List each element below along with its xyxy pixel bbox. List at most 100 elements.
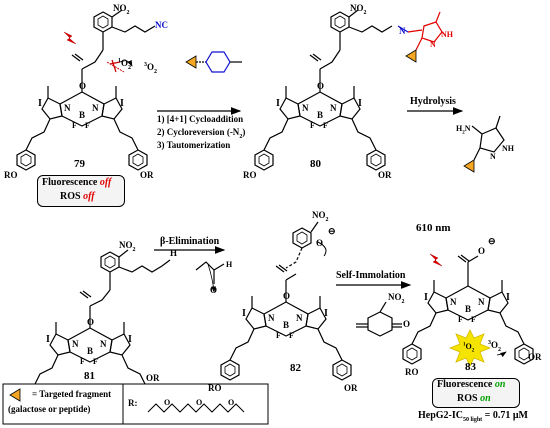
phenolate-minus-82: ⊖ (328, 226, 336, 236)
carboxylate-oxygen-83: O (478, 246, 486, 256)
fluorine-2-82: F (289, 331, 294, 340)
nitrogen-left-83: N (450, 297, 457, 307)
legend-peg-oxygen-3: O (228, 398, 235, 407)
fluorine-1-79: F (72, 121, 77, 130)
or-right-80: OR (378, 170, 392, 180)
nitrogen-right-79: N (92, 103, 99, 113)
quinone-oxygen: O (403, 319, 411, 329)
isocyanide-label: NC (155, 20, 168, 30)
iodine-right-82: I (324, 308, 328, 319)
tetrazine-reagent (185, 51, 242, 73)
ester-oxygen-80: O (317, 81, 325, 91)
legend-targeted-fragment: = Targeted fragment (32, 389, 112, 399)
carboxylate-minus-83: ⊖ (488, 236, 496, 246)
iodine-right-83: I (506, 292, 510, 303)
singlet-oxygen-label-83: 1O2 (463, 342, 475, 354)
fluorine-2-83: F (471, 315, 476, 324)
amine-label: H2N (456, 124, 471, 136)
boron-79: B (79, 110, 86, 120)
boron-80: B (317, 110, 324, 120)
ester-oxygen-82: O (283, 291, 291, 301)
status-box-79: Fluorescence off ROS off (37, 175, 125, 207)
iodine-left-82: I (242, 308, 246, 319)
boron-83: B (465, 304, 472, 314)
fluorine-1-83: F (458, 315, 463, 324)
phenolate-oxygen-82: O (316, 238, 324, 248)
boron-81: B (87, 346, 94, 356)
nitro-label-81: NO2 (119, 240, 136, 253)
aminopyrazole-product (463, 115, 505, 173)
legend-peg-oxygen-1: O (164, 398, 171, 407)
ro-left-79: RO (4, 170, 18, 180)
ros-status-83: ROS on (457, 393, 491, 404)
aldehyde-h-81: H (170, 248, 178, 258)
beta-elimination-label: β-Elimination (160, 236, 220, 247)
reaction-arrows (119, 59, 507, 358)
nitrogen-right-81: N (100, 339, 107, 349)
ester-oxygen-79: O (79, 81, 87, 91)
pyrazole-nh-80: NH (441, 30, 453, 39)
fluorine-1-81: F (80, 357, 85, 366)
ro-left-80: RO (243, 170, 257, 180)
boron-82: B (283, 320, 290, 330)
nitro-label-qm: NO2 (388, 292, 405, 305)
legend (2, 383, 269, 425)
ic50-value: HepG2-IC50 light = 0.71 μM (418, 410, 528, 423)
nitrogen-left-82: N (268, 313, 275, 323)
fluorescence-status-79: Fluorescence off (42, 177, 112, 188)
compound-82 (220, 221, 352, 381)
iodine-right-80: I (358, 98, 362, 109)
compound-83-number: 83 (465, 361, 476, 373)
fluorescence-status-83: Fluorescence on (437, 379, 506, 390)
compound-79-number: 79 (74, 158, 85, 170)
step-3-label: 3) Tautomerization (157, 140, 231, 150)
iodine-right-79: I (120, 98, 124, 109)
compound-81 (24, 249, 171, 407)
nitrogen-right-80: N (330, 103, 337, 113)
compound-80-number: 80 (310, 158, 321, 170)
compound-79 (16, 9, 156, 171)
acrolein-oxygen: O (210, 285, 218, 295)
triplet-oxygen-label-83: 3O2 (488, 340, 502, 353)
fluorine-2-79: F (85, 121, 90, 130)
ro-left-83: RO (405, 367, 419, 377)
nitrogen-left-81: N (72, 339, 79, 349)
ro-left-82: RO (208, 383, 222, 393)
acrolein-h: H (226, 260, 233, 269)
singlet-oxygen-burst-icon (448, 329, 492, 367)
nitrogen-left-79: N (64, 103, 71, 113)
compound-83 (402, 253, 534, 367)
self-immolation-label: Self-Immolation (336, 270, 406, 281)
iodine-left-81: I (46, 334, 50, 345)
legend-galactose-peptide: (galactose or peptide) (8, 404, 91, 414)
compound-82-number: 82 (290, 362, 301, 374)
legend-peg-oxygen-2: O (196, 398, 203, 407)
pyrazole-n-product: N (490, 152, 496, 161)
iodine-left-80: I (276, 98, 280, 109)
or-right-82: OR (344, 383, 358, 393)
ester-oxygen-81: O (87, 317, 95, 327)
or-right-83: OR (528, 352, 542, 362)
iodine-right-81: I (128, 334, 132, 345)
legend-r-group: R: (128, 398, 138, 408)
imine-nitrogen-80: N (399, 26, 406, 36)
triplet-oxygen-label-79: 3O2 (144, 62, 158, 75)
iodine-left-83: I (424, 292, 428, 303)
hydrolysis-label: Hydrolysis (410, 96, 456, 107)
compound-81-number: 81 (84, 370, 95, 382)
fluorine-2-81: F (93, 357, 98, 366)
nitro-label-82: NO2 (312, 210, 329, 223)
step-1-label: 1) [4+1] Cycloaddition (157, 114, 244, 124)
iodine-left-79: I (38, 98, 42, 109)
singlet-oxygen-label-79: 1O2 (118, 58, 132, 71)
nitrogen-right-82: N (296, 313, 303, 323)
or-right-81: OR (146, 373, 160, 383)
nitrogen-left-80: N (302, 103, 309, 113)
wavelength-label: 610 nm (416, 222, 451, 234)
nitro-label-79: NO2 (113, 3, 130, 16)
quinone-methide (356, 301, 402, 337)
compound-80 (254, 9, 443, 171)
pyrazole-n-80: N (430, 40, 436, 49)
acrolein (195, 261, 225, 284)
